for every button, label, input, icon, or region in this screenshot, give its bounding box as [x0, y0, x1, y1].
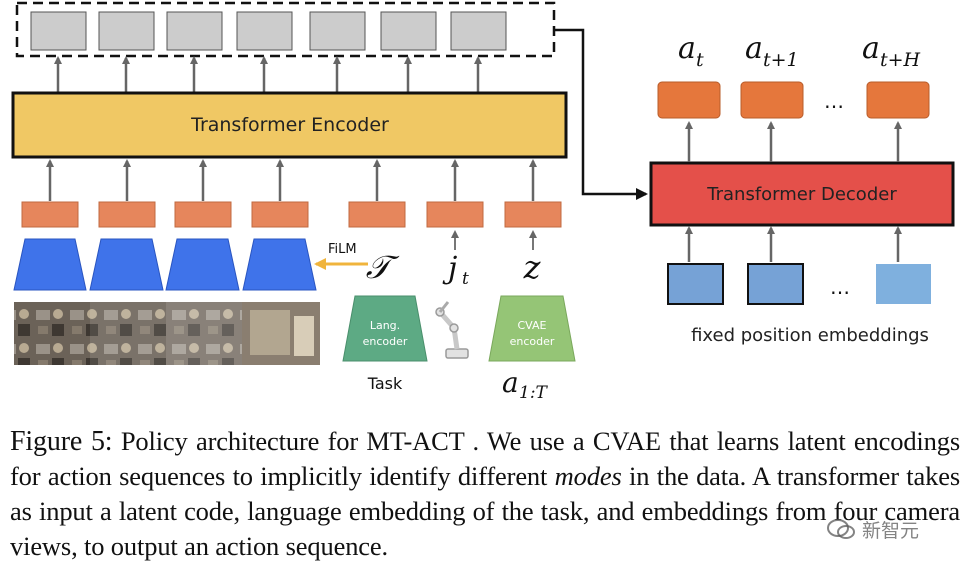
- camera-token-4: [251, 201, 309, 228]
- svg-text:a: a: [678, 31, 696, 66]
- position-embedding-ellipsis: …: [830, 275, 850, 299]
- svg-text:t: t: [696, 49, 704, 71]
- watermark-text: 新智元: [862, 519, 920, 542]
- wechat-icon: [827, 519, 855, 539]
- output-token-1: [30, 11, 87, 51]
- camera-token-1: [21, 201, 79, 228]
- token-up-arrows: [46, 159, 537, 201]
- input-tokens: [21, 201, 562, 228]
- svg-text:a: a: [862, 31, 880, 66]
- transformer-decoder-box: [649, 161, 955, 227]
- caption-text-1: Policy architecture for MT-ACT . We use …: [10, 426, 960, 491]
- transformer-decoder-label: Transformer Decoder: [706, 184, 897, 205]
- figure-label: Figure 5:: [10, 426, 113, 457]
- small-input-arrows: [451, 230, 537, 250]
- figure-caption: Figure 5: Policy architecture for MT-ACT…: [10, 424, 960, 564]
- position-embedding-1: [667, 263, 724, 305]
- output-token-2: [98, 11, 155, 51]
- camera-encoders: [13, 238, 317, 291]
- camera-token-2: [98, 201, 156, 228]
- action-output-label-2: a t+1: [745, 31, 799, 71]
- svg-text:t+H: t+H: [880, 49, 921, 71]
- decoder-up-arrows: [685, 121, 902, 162]
- lang-encoder-line2: encoder: [363, 335, 408, 348]
- camera-encoder-1: [13, 238, 87, 291]
- svg-text:a: a: [745, 31, 763, 66]
- joint-symbol: j t: [442, 251, 469, 289]
- latent-symbol: z: [523, 248, 542, 286]
- action-output-tokens: [657, 81, 930, 119]
- output-token-6: [380, 11, 437, 51]
- robot-arm-icon: [435, 301, 469, 359]
- position-embedding-3: [876, 264, 931, 304]
- encoder-to-decoder-connector: [554, 28, 648, 200]
- camera-encoder-2: [89, 238, 164, 291]
- joint-token: [426, 201, 484, 228]
- transformer-encoder-label: Transformer Encoder: [190, 114, 389, 136]
- architecture-diagram: Transformer Encoder FiLM 𝒯 j t z: [11, 1, 955, 403]
- action-output-3: [866, 81, 930, 119]
- action-output-ellipsis: …: [824, 89, 844, 113]
- svg-text:t+1: t+1: [763, 49, 799, 71]
- camera-encoder-4: [242, 238, 317, 291]
- camera-image-1: [14, 302, 90, 365]
- action-sequence-label: a 1:T: [502, 366, 549, 403]
- watermark: 新智元: [826, 514, 956, 544]
- svg-text:t: t: [462, 269, 469, 289]
- camera-image-3: [166, 302, 242, 365]
- encoder-up-arrows: [54, 56, 482, 92]
- task-symbol: 𝒯: [366, 248, 400, 286]
- camera-images: [14, 302, 320, 365]
- cvae-encoder-line1: CVAE: [518, 319, 547, 332]
- svg-text:j: j: [442, 251, 457, 286]
- task-label: Task: [367, 374, 403, 393]
- action-output-2: [740, 81, 804, 119]
- output-token-5: [309, 11, 366, 51]
- caption-emphasis: modes: [554, 461, 622, 491]
- output-token-7: [450, 11, 507, 51]
- lang-encoder-line1: Lang.: [370, 319, 400, 332]
- task-token: [348, 201, 406, 228]
- film-label: FiLM: [328, 242, 357, 257]
- position-embedding-2: [747, 263, 804, 305]
- cvae-encoder-line2: encoder: [510, 335, 555, 348]
- cvae-encoder: [488, 295, 576, 362]
- action-output-label-3: a t+H: [862, 31, 921, 71]
- action-output-label-1: a t: [678, 31, 704, 71]
- svg-text:a: a: [502, 366, 519, 399]
- fixed-position-embeddings-label: fixed position embeddings: [691, 325, 929, 346]
- encoder-output-tokens: [30, 11, 507, 51]
- camera-image-2: [90, 302, 166, 365]
- output-token-3: [166, 11, 223, 51]
- camera-token-3: [174, 201, 232, 228]
- output-token-4: [236, 11, 293, 51]
- action-output-1: [657, 81, 721, 119]
- lang-encoder: [342, 295, 428, 362]
- latent-token: [504, 201, 562, 228]
- svg-text:1:T: 1:T: [519, 383, 549, 403]
- pos-up-arrows: [685, 226, 902, 262]
- caption-text-2: in the data. A transformer takes as inpu…: [10, 461, 960, 561]
- transformer-encoder-box: [11, 91, 568, 159]
- position-embeddings: [667, 263, 931, 305]
- camera-encoder-3: [165, 238, 240, 291]
